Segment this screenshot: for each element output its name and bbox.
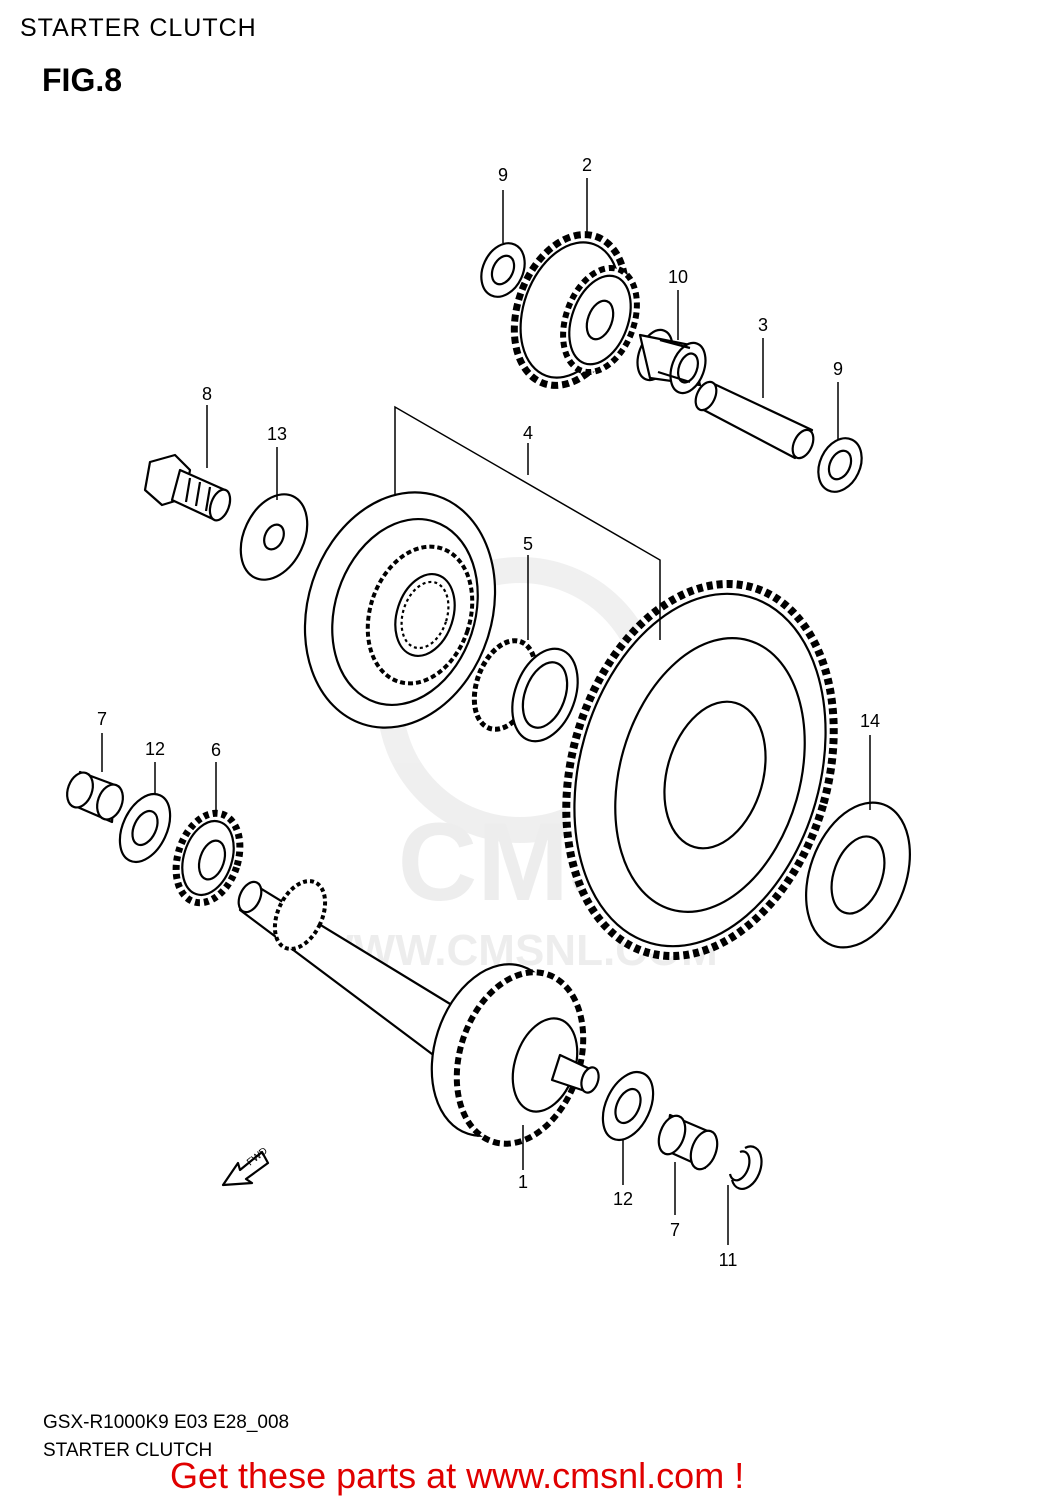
callout-12-right: 12 bbox=[613, 1189, 633, 1209]
washer-part-12-right bbox=[601, 1070, 655, 1142]
callout-11: 11 bbox=[719, 1250, 738, 1270]
callout-9-right: 9 bbox=[833, 359, 843, 379]
idle-gear-part-2 bbox=[510, 231, 640, 389]
callout-numbers: 9 2 10 3 9 8 13 4 5 14 7 12 6 1 12 7 11 bbox=[97, 155, 880, 1270]
shaft-part-3 bbox=[694, 380, 815, 460]
callout-6: 6 bbox=[211, 740, 221, 760]
figure-number: FIG.8 bbox=[42, 62, 123, 98]
starter-shaft-part-1 bbox=[237, 879, 600, 1147]
washer-part-14 bbox=[805, 801, 911, 949]
starter-driven-gear bbox=[562, 579, 838, 961]
callout-10: 10 bbox=[668, 267, 688, 287]
callout-5: 5 bbox=[523, 534, 533, 554]
needle-bearing-part-10 bbox=[636, 328, 707, 395]
leader-lines bbox=[101, 178, 871, 1245]
callout-12-left: 12 bbox=[145, 739, 165, 759]
callout-8: 8 bbox=[202, 384, 212, 404]
callout-4: 4 bbox=[523, 423, 533, 443]
callout-3: 3 bbox=[758, 315, 768, 335]
callout-14: 14 bbox=[860, 711, 880, 731]
callout-2: 2 bbox=[582, 155, 592, 175]
bushing-part-7-left bbox=[66, 770, 124, 824]
washer-part-13 bbox=[239, 493, 309, 581]
promo-link-text[interactable]: Get these parts at www.cmsnl.com ! bbox=[170, 1455, 745, 1496]
starter-clutch-housing-part-4 bbox=[303, 491, 497, 729]
bolt-part-8 bbox=[143, 453, 232, 522]
callout-7-right: 7 bbox=[670, 1220, 680, 1240]
washer-part-9-top bbox=[480, 242, 526, 298]
diagram-header-title: STARTER CLUTCH bbox=[20, 14, 257, 42]
forward-direction-arrow bbox=[221, 1150, 270, 1187]
bushing-part-7-right bbox=[657, 1113, 719, 1171]
callout-9-top: 9 bbox=[498, 165, 508, 185]
circlip-part-11 bbox=[728, 1145, 763, 1190]
washer-part-9-right bbox=[817, 437, 863, 493]
diagram-code: GSX-R1000K9 E03 E28_008 bbox=[43, 1412, 290, 1433]
callout-7-left: 7 bbox=[97, 709, 107, 729]
callout-1: 1 bbox=[518, 1172, 528, 1192]
footer-title: STARTER CLUTCH bbox=[43, 1440, 213, 1461]
callout-13: 13 bbox=[267, 424, 287, 444]
small-gear-part-6 bbox=[172, 809, 244, 907]
needle-bearing-part-5 bbox=[471, 638, 579, 743]
washer-part-12-left bbox=[118, 792, 172, 864]
